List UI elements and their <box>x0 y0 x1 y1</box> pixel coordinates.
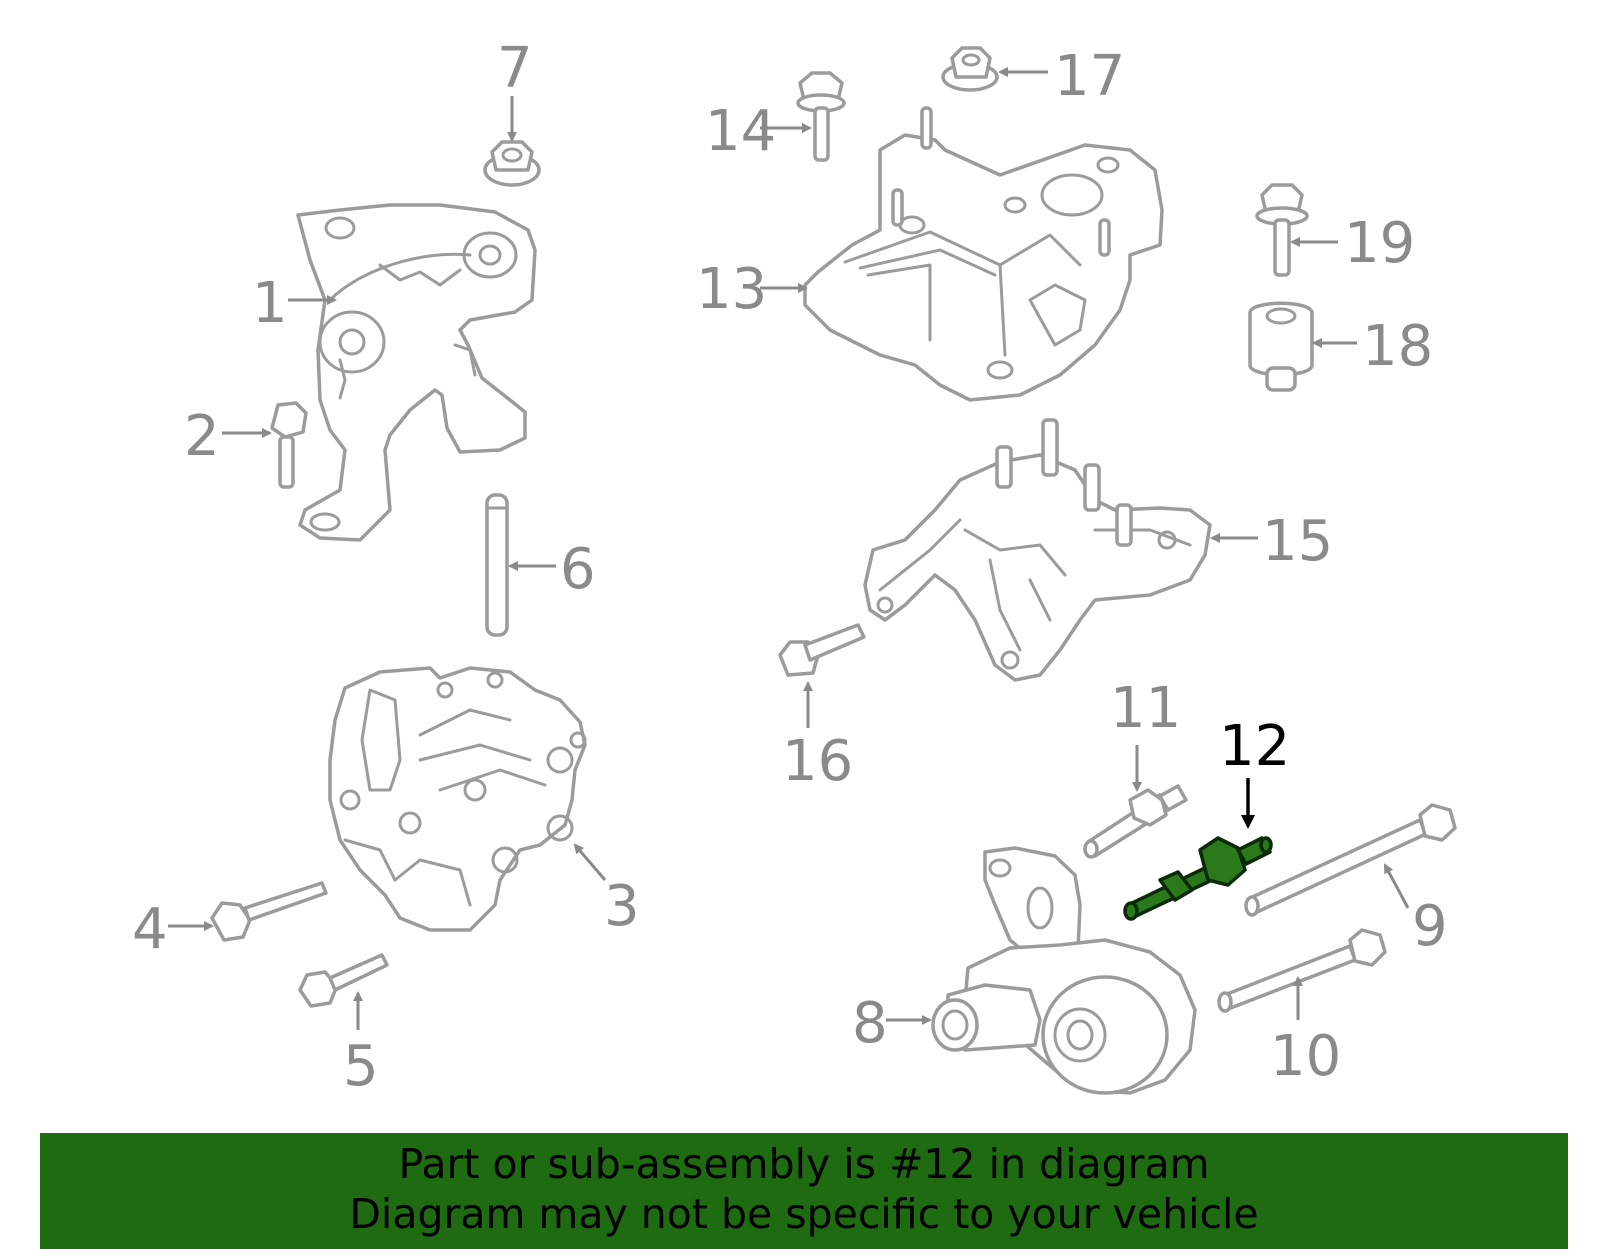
nut-17 <box>941 46 999 92</box>
bolt-14 <box>796 71 846 162</box>
banner-line-2: Diagram may not be specific to your vehi… <box>349 1190 1259 1238</box>
parts-diagram: 1 2 3 4 5 6 7 8 9 10 11 12 13 14 15 16 1… <box>132 36 1457 1099</box>
bolt-9 <box>1244 803 1457 917</box>
banner-line-1: Part or sub-assembly is #12 in diagram <box>398 1140 1210 1188</box>
callout-16: 16 <box>782 729 853 794</box>
callout-8: 8 <box>852 991 888 1056</box>
stud-6 <box>485 493 509 637</box>
callout-10: 10 <box>1270 1024 1341 1089</box>
callout-3: 3 <box>604 874 640 939</box>
lower-mount-bushing <box>931 846 1197 1095</box>
transmission-bracket-15 <box>863 418 1212 682</box>
bolt-2 <box>270 401 308 489</box>
highlighted-part-12[interactable] <box>1123 836 1273 921</box>
bolt-5 <box>298 953 389 1008</box>
arrow-3 <box>573 843 607 881</box>
callout-17: 17 <box>1054 44 1125 109</box>
arrow-9 <box>1383 863 1410 909</box>
callout-14: 14 <box>705 99 776 164</box>
callout-4: 4 <box>132 897 168 962</box>
bolt-19 <box>1255 183 1309 277</box>
callout-5: 5 <box>343 1034 379 1099</box>
callout-labels: 1 2 3 4 5 6 7 8 9 10 11 12 13 14 15 16 1… <box>132 36 1448 1099</box>
bushing-18 <box>1248 301 1314 392</box>
bolt-4 <box>210 881 328 942</box>
callout-7: 7 <box>497 36 533 101</box>
callout-11: 11 <box>1110 676 1181 741</box>
callout-1: 1 <box>252 271 288 336</box>
stud-11 <box>1083 784 1188 859</box>
transmission-mount <box>803 106 1164 402</box>
part-notice-banner: Part or sub-assembly is #12 in diagram D… <box>40 1133 1568 1249</box>
callout-6: 6 <box>560 537 596 602</box>
engine-mount-bracket <box>296 203 537 542</box>
bolt-10 <box>1217 928 1387 1013</box>
callout-9: 9 <box>1412 894 1448 959</box>
nut-7 <box>483 140 541 187</box>
callout-19: 19 <box>1344 211 1415 276</box>
callout-13: 13 <box>696 257 767 322</box>
transmission-bracket <box>328 666 587 932</box>
bolt-16 <box>778 623 866 677</box>
callout-18: 18 <box>1362 314 1433 379</box>
callout-2: 2 <box>184 404 220 469</box>
callout-15: 15 <box>1262 509 1333 574</box>
callout-12[interactable]: 12 <box>1219 714 1290 779</box>
callout-arrows <box>168 67 1410 1030</box>
